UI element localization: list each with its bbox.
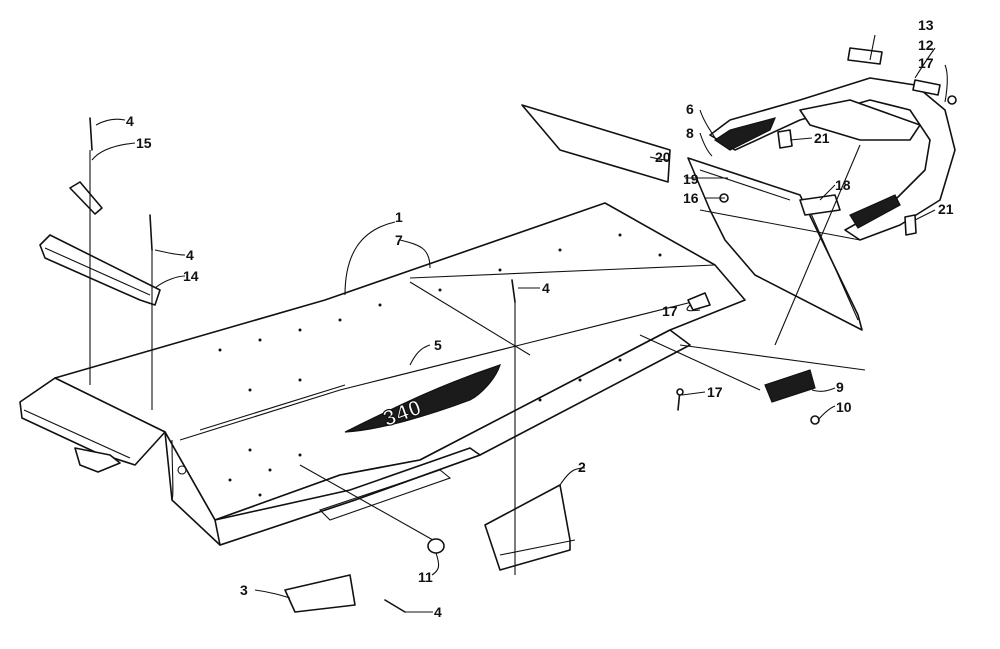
callout-1: 1 [395,209,403,225]
callout-2: 2 [578,459,586,475]
callout-13: 13 [918,17,934,33]
callout-9: 9 [836,379,844,395]
callout-10: 10 [836,399,852,415]
callout-11: 11 [418,569,433,585]
callout-17-mid: 17 [662,303,678,319]
rear-flap-assembly [521,104,863,331]
callout-21-right: 21 [938,201,954,217]
callout-4-bottom: 4 [434,604,442,620]
left-brackets [39,117,516,306]
callout-labels: 1 7 2 3 4 4 4 4 5 6 8 9 10 11 12 13 14 1… [126,17,954,620]
callout-17-low: 17 [707,384,723,400]
hood-assembly: 340 [19,202,746,546]
callout-4-top: 4 [126,113,134,129]
callout-7: 7 [395,232,403,248]
callout-18: 18 [835,177,851,193]
callout-14: 14 [183,268,199,284]
assembly-guide-lines [89,144,866,575]
callout-6: 6 [686,101,694,117]
callout-3: 3 [240,582,248,598]
callout-19: 19 [683,171,699,187]
callout-21-top: 21 [814,130,830,146]
callout-17-top: 17 [918,55,934,71]
rear-bumper [709,47,957,241]
callout-15: 15 [136,135,152,151]
callout-leaders [91,34,948,613]
callout-8: 8 [686,125,694,141]
lower-parts [284,292,820,613]
callout-16: 16 [683,190,699,206]
callout-5: 5 [434,337,442,353]
callout-20: 20 [655,149,671,165]
callout-4-center: 4 [542,280,550,296]
callout-4-mid: 4 [186,247,194,263]
callout-12: 12 [918,37,934,53]
